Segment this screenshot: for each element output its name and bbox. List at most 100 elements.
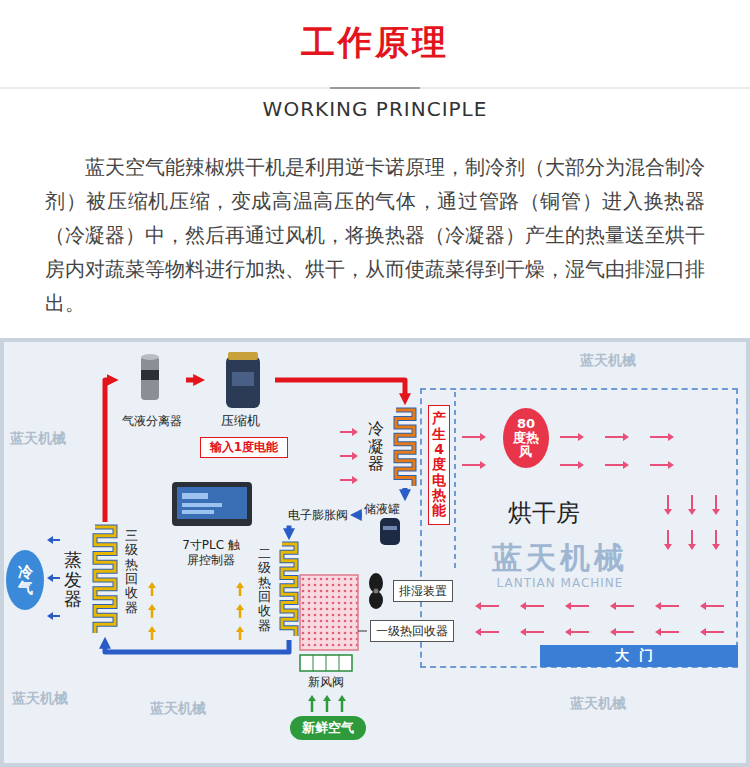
node-label: 电子膨胀阀 [288,507,348,524]
separator-icon [141,356,159,400]
air-flow-arrow [352,452,358,460]
compressor-icon [232,372,254,386]
refrigerant-pipe [275,380,405,398]
air-flow-arrow [481,631,499,633]
fresh-air-valve [300,655,352,671]
air-flow-arrow [712,509,720,515]
air-flow-arrow [481,605,499,607]
node-label: 二级热回收器 [258,547,271,633]
node-label: 三级热回收器 [125,529,138,615]
air-flow-arrow [239,610,242,618]
air-flow-arrow [616,605,634,607]
air-flow-arrow [715,530,717,544]
refrigerant-pipe [287,526,292,534]
plc-screen [182,510,214,514]
separator-icon [141,354,159,400]
node-label: 新风阀 [308,674,344,691]
air-flow-arrow [47,536,53,544]
air-flow-arrow [47,574,53,582]
air-flow-arrow [655,602,661,610]
secondary-recovery: 二级热回收器 [256,540,298,640]
air-flow-arrow [691,530,693,544]
air-flow-arrow [605,436,623,438]
air-flow-arrow [151,632,154,640]
air-flow-arrow [661,631,679,633]
coil [396,410,414,486]
separator-rule [0,88,750,89]
node-label: 蒸发器 [64,550,82,609]
air-flow-arrow [236,582,244,588]
air-flow-arrow [560,464,578,466]
air-flow-arrow [352,476,358,484]
receiver-tank [383,526,397,530]
air-flow-arrow [462,464,480,466]
node-label: 冷凝器 [368,420,384,473]
plc-screen [172,482,252,526]
air-flow-arrow [475,628,481,636]
watermark: 蓝天机械 [465,538,655,579]
page-title: 工作原理 [0,20,750,66]
plc-screen [172,482,252,526]
drying-room: 烘干房产生4度电热能80度热风 [420,388,738,668]
air-flow-arrow [340,479,352,481]
air-flow-arrow [664,509,672,515]
air-flow-arrow [326,701,329,712]
compressor-icon [226,352,260,408]
air-flow-arrow [47,428,724,712]
condenser: 冷凝器 [362,405,418,488]
air-flow-arrow [462,436,480,438]
air-flow-arrow [688,509,696,515]
air-flow-arrow [610,602,616,610]
compressor: 压缩机 [205,350,275,432]
air-flow-arrow [480,433,486,441]
watermark: 蓝天机械 [10,430,66,448]
node-label: 80度热风 [512,417,539,460]
air-flow-arrow [712,544,720,550]
air-flow-arrow [715,495,717,509]
node-label: 压缩机 [221,412,260,430]
coil [95,527,115,633]
refrigerant-pipe [186,378,198,383]
separator-rule [0,88,750,89]
air-flow-arrow [706,605,724,607]
node-label: 输入1度电能 [210,439,278,456]
air-flow-arrow [239,588,242,596]
watermark: 蓝天机械 [570,695,626,713]
air-flow-arrow [667,495,669,509]
refrigerant-pipe [105,380,112,522]
air-flow-arrow [236,604,244,610]
coil [282,544,296,636]
compressor-icon [228,352,258,360]
diagram-ground [2,340,748,765]
air-flow-arrow [578,433,584,441]
watermark: 蓝天机械 [150,700,206,718]
dehumidifier-label: 排湿装置 [393,580,453,602]
primary-recovery-label: 一级热回收器 [370,620,454,642]
air-flow-arrow [560,436,578,438]
air-flow-arrow [340,431,352,433]
expansion-valve: 电子膨胀阀 [284,505,352,526]
coil [282,544,296,636]
plc-screen [182,493,208,499]
coil [396,410,414,486]
plc-screen [177,487,247,519]
refrigerant-pipe [105,640,289,652]
air-flow-arrow [565,602,571,610]
air-flow-arrow [148,582,156,588]
hot-air-badge: 80度热风 [503,408,549,468]
node-label: 气液分离器 [122,413,182,430]
air-flow-arrow [475,602,481,610]
node-label: 新鲜空气 [302,719,354,737]
air-flow-arrow [148,626,156,632]
air-flow-arrow [520,602,526,610]
air-flow-arrow [623,461,629,469]
node-label: 7寸PLC 触屏控制器 [178,538,244,568]
receiver: 储液罐 [362,500,418,548]
air-flow-arrow [565,628,571,636]
air-flow-arrow [53,615,60,617]
air-flow-arrow [610,628,616,636]
node-label: 烘干房 [508,497,580,529]
air-flow-arrow [151,588,154,596]
heat-recovery-box [300,575,358,650]
fresh-air-valve [300,655,352,671]
